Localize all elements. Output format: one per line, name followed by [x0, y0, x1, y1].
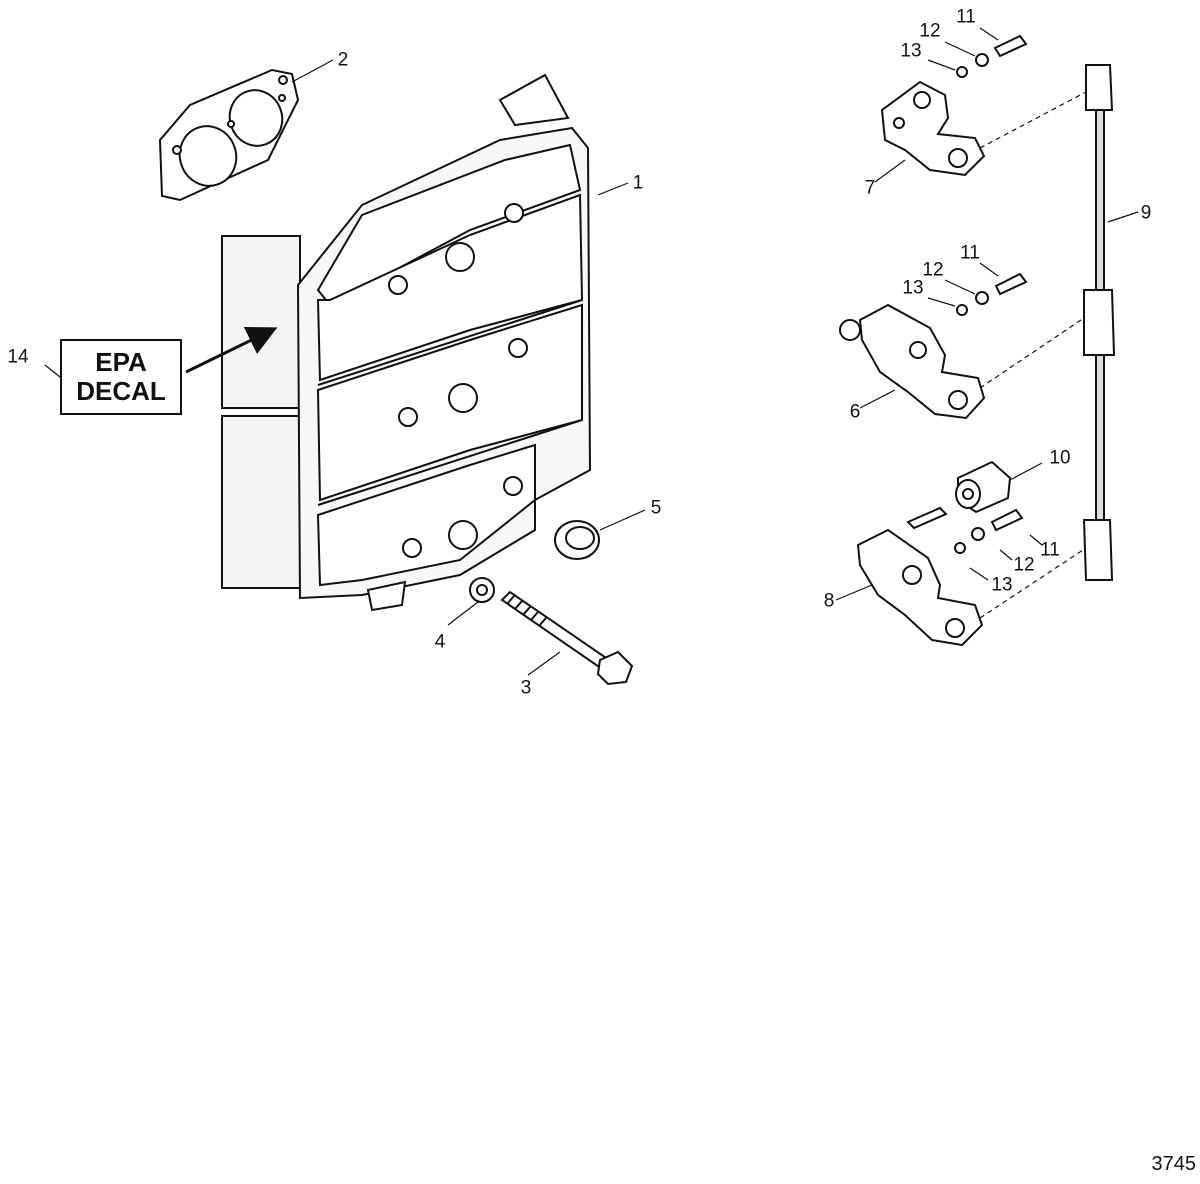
gasket-part	[158, 68, 300, 202]
bracket-part-7	[880, 80, 986, 177]
callout-11-mid: 11	[960, 242, 980, 264]
screws-washers	[954, 34, 1028, 554]
callout-12-bottom: 12	[1013, 554, 1035, 576]
callout-12-mid: 12	[922, 259, 944, 281]
bracket-part-8	[856, 506, 984, 647]
callout-14: 14	[7, 346, 29, 368]
callout-11-bottom: 11	[1040, 539, 1060, 561]
callout-12-top: 12	[919, 20, 941, 42]
callout-13-mid: 13	[902, 277, 924, 299]
callout-2: 2	[337, 49, 349, 71]
bolt-part	[500, 590, 634, 686]
ecm-module-part	[221, 73, 592, 612]
nut-part	[469, 577, 495, 603]
callout-6: 6	[849, 401, 861, 423]
epa-decal-box: EPA DECAL	[60, 339, 182, 415]
callout-5: 5	[650, 497, 662, 519]
callout-3: 3	[520, 677, 532, 699]
decal-line-2: DECAL	[76, 376, 166, 406]
plug-part	[554, 520, 600, 560]
decal-line-1: EPA	[95, 347, 147, 378]
callout-8: 8	[823, 590, 835, 612]
callout-10: 10	[1049, 447, 1071, 469]
decal-arrow	[185, 327, 278, 374]
bracket-part-6	[839, 303, 986, 420]
callout-1: 1	[632, 172, 644, 194]
callout-4: 4	[434, 631, 446, 653]
callout-9: 9	[1140, 202, 1152, 224]
link-rod-part	[1082, 64, 1116, 581]
callout-11-top: 11	[956, 6, 976, 28]
leader-lines	[44, 27, 1139, 676]
callout-13-bottom: 13	[991, 574, 1013, 596]
figure-number: 3745	[1151, 1153, 1197, 1175]
callout-13-top: 13	[900, 40, 922, 62]
callout-7: 7	[864, 177, 876, 199]
bushing-part-10	[955, 460, 1012, 514]
